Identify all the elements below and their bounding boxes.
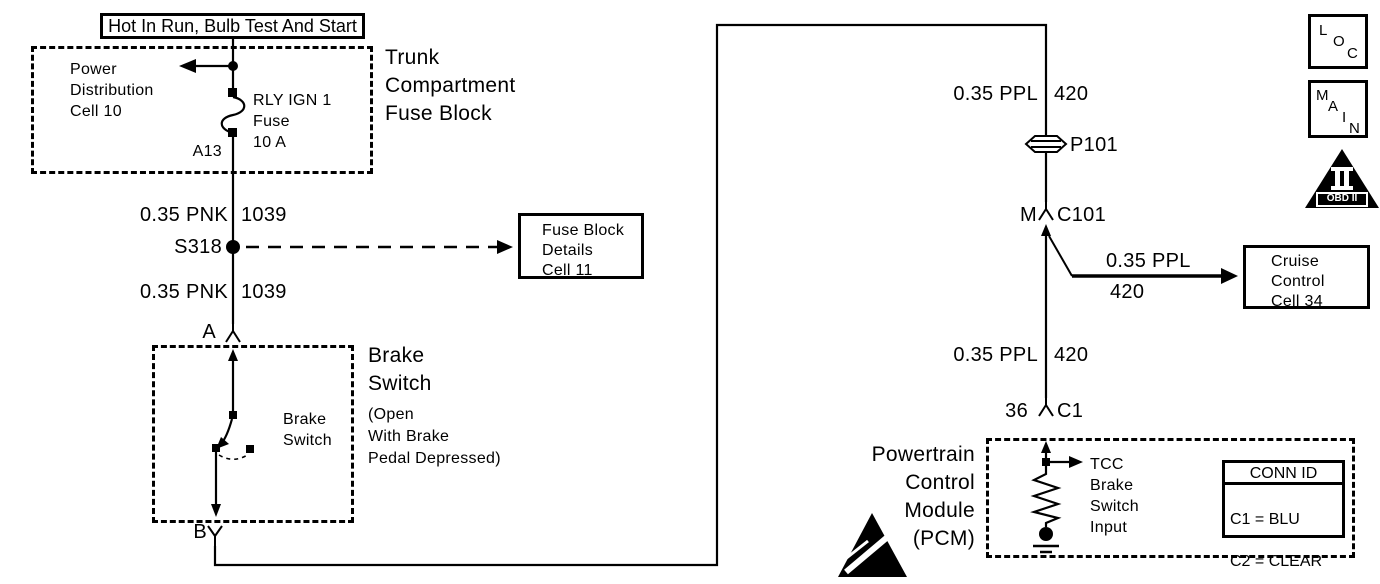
splice-s318-symbol xyxy=(226,240,513,254)
conn-id-table: CONN ID C1 = BLU C2 = CLEAR xyxy=(1222,460,1345,570)
fuse-block-details-link[interactable]: Fuse Block Details Cell 11 xyxy=(518,213,644,279)
pcm-title: Powertrain Control Module (PCM) xyxy=(871,443,975,550)
power-source-box: Hot In Run, Bulb Test And Start xyxy=(100,13,365,39)
pcm-input-symbol xyxy=(1030,441,1083,554)
wire-ppl-420-route xyxy=(213,23,1048,567)
brake-switch-component-label: Brake Switch xyxy=(283,411,332,449)
power-source-label: Hot In Run, Bulb Test And Start xyxy=(108,15,357,36)
p101-grommet-symbol xyxy=(1024,135,1068,153)
arrow-left-icon xyxy=(179,59,196,73)
loc-letter-c: C xyxy=(1347,45,1358,62)
fuse-symbol xyxy=(220,88,246,137)
tcc-brake-switch-input-label: TCC Brake Switch Input xyxy=(1090,456,1139,536)
power-distribution-ref: Power Distribution Cell 10 xyxy=(70,61,154,120)
connector-c101-symbol xyxy=(1038,202,1054,236)
main-letter-a: A xyxy=(1328,98,1339,115)
arrow-up-icon xyxy=(228,349,238,361)
wire-ppl-upper-circuit: 420 xyxy=(1054,83,1089,105)
splice-s318-label: S318 xyxy=(174,236,222,258)
trunk-fuse-block-title: Trunk Compartment Fuse Block xyxy=(385,46,516,125)
loc-legend-icon[interactable]: L O C xyxy=(1308,14,1368,69)
fuse-block-details-label: Fuse Block Details Cell 11 xyxy=(542,222,625,279)
arrow-right-icon xyxy=(1221,268,1238,284)
wire-ppl-upper-gauge: 0.35 PPL xyxy=(953,83,1038,105)
brake-switch-title: Brake Switch xyxy=(368,344,432,395)
connector-b-symbol xyxy=(207,525,223,547)
connector-c1-pin: 36 xyxy=(1005,400,1028,422)
cruise-branch-wire xyxy=(1048,235,1238,284)
connector-a-symbol xyxy=(225,324,241,343)
conn-id-row-c1: C1 = BLU xyxy=(1230,511,1300,528)
connector-c101-label: C101 xyxy=(1057,204,1107,226)
obd-ii-label: OBD II xyxy=(1316,192,1368,207)
resistor-symbol xyxy=(1030,470,1062,527)
loc-letter-l: L xyxy=(1319,22,1328,39)
arrow-right-icon xyxy=(497,240,513,254)
main-letter-m: M xyxy=(1316,87,1329,104)
trunk-fuse-block-box xyxy=(31,46,373,174)
terminal-a-label: A xyxy=(202,321,216,343)
arrow-up-icon xyxy=(1041,441,1051,453)
main-letter-i: I xyxy=(1342,109,1347,126)
p101-label: P101 xyxy=(1070,134,1118,156)
loc-letter-o: O xyxy=(1333,33,1345,50)
pcm-box xyxy=(986,438,1355,558)
power-distribution-branch xyxy=(179,59,238,73)
connector-c1-symbol xyxy=(1038,398,1054,417)
brake-switch-note: (Open With Brake Pedal Depressed) xyxy=(368,406,501,467)
wire-ppl-branch-gauge: 0.35 PPL xyxy=(1106,250,1191,272)
wire-ppl-lower-circuit: 420 xyxy=(1054,344,1089,366)
connector-c101-pin: M xyxy=(1020,204,1037,226)
arrow-up-icon xyxy=(1041,224,1051,236)
wire-pnk-lower-circuit: 1039 xyxy=(241,281,287,303)
terminal-b-label: B xyxy=(193,521,207,543)
brake-switch-box xyxy=(152,345,354,523)
conn-id-header: CONN ID xyxy=(1225,463,1342,485)
cruise-control-label: Cruise Control Cell 34 xyxy=(1271,253,1325,310)
terminal-a13-label: A13 xyxy=(192,143,222,160)
esd-warning-icon xyxy=(838,513,907,577)
cruise-control-link[interactable]: Cruise Control Cell 34 xyxy=(1243,245,1370,310)
wire-pnk-upper-circuit: 1039 xyxy=(241,204,287,226)
switch-open-dashed-arc xyxy=(218,453,250,461)
main-legend-icon[interactable]: M A I N xyxy=(1308,80,1368,138)
wire-ppl-lower-gauge: 0.35 PPL xyxy=(953,344,1038,366)
brake-switch-symbol xyxy=(211,349,254,517)
arrow-down-icon xyxy=(211,504,221,517)
main-letter-n: N xyxy=(1349,120,1360,137)
fuse-rly-ign1-label: RLY IGN 1 Fuse 10 A xyxy=(253,92,332,151)
wire-ppl-branch-circuit: 420 xyxy=(1110,281,1145,303)
wire-pnk-upper-gauge: 0.35 PNK xyxy=(139,204,228,226)
arrow-right-icon xyxy=(1069,456,1083,468)
conn-id-row-c2: C2 = CLEAR xyxy=(1230,553,1323,570)
wire-pnk-lower-gauge: 0.35 PNK xyxy=(139,281,228,303)
connector-c1-label: C1 xyxy=(1057,400,1084,422)
